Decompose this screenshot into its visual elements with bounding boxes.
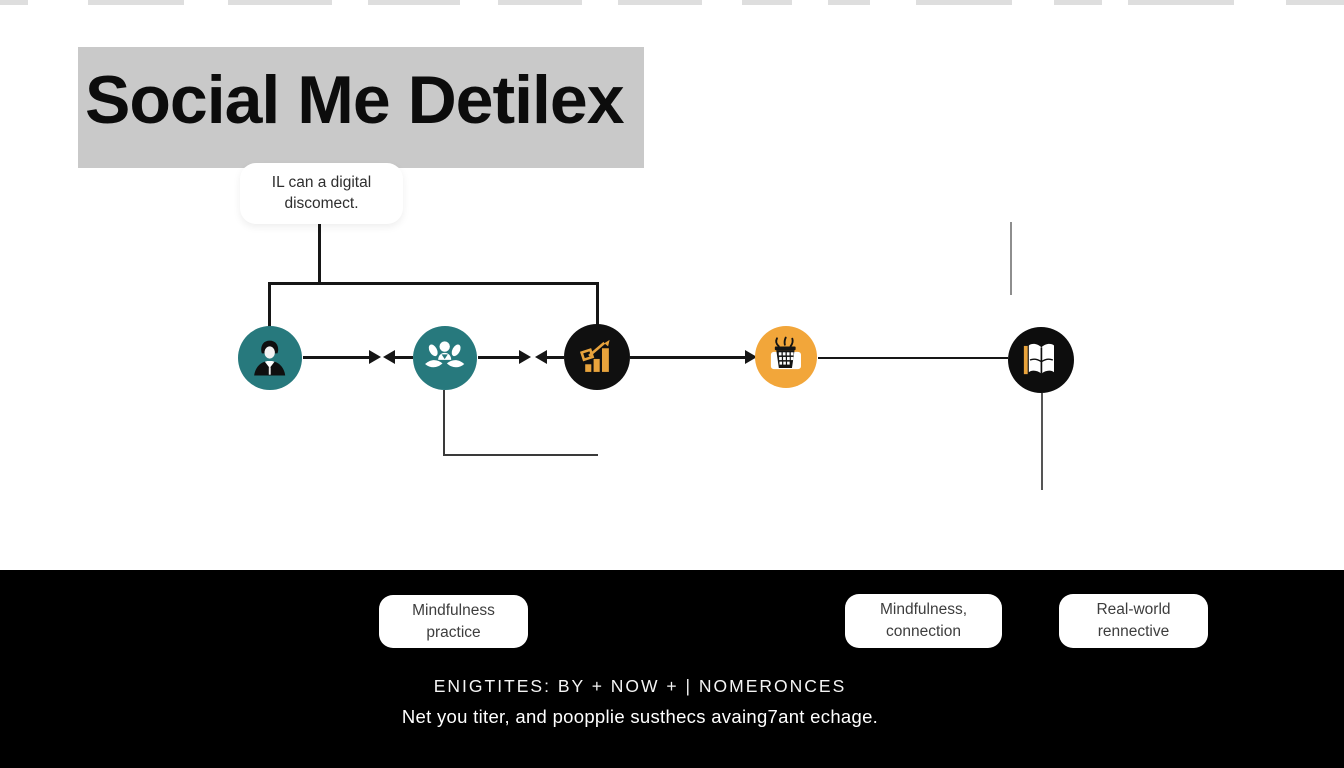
noise-dash	[0, 0, 28, 5]
arrow-shaft	[303, 356, 369, 359]
meditation-lotus-icon	[425, 341, 465, 368]
connector-under-node2-horizontal	[443, 454, 598, 456]
flow-node-meditation	[413, 326, 477, 390]
connector-top-right-vertical	[1010, 222, 1012, 295]
footer-caption: ENIGTITES: BY + NOW + | NOMERONCES Net y…	[0, 676, 1280, 728]
page-title: Social Me Detilex	[85, 62, 625, 138]
flow-node-growth	[564, 324, 630, 390]
label-line: connection	[886, 623, 961, 640]
flow-node-person	[238, 326, 302, 390]
footer-line-2: Net you titer, and poopplie susthecs ava…	[401, 706, 879, 727]
arrow-shaft	[630, 356, 745, 359]
flow-node-book	[1008, 327, 1074, 393]
arrow-head-right-icon	[519, 350, 531, 364]
noise-dash	[1128, 0, 1234, 5]
note-line-1: IL can a digital	[271, 173, 372, 191]
arrow-head-left-icon	[383, 350, 395, 364]
noise-dash	[916, 0, 1012, 5]
label-line: practice	[426, 623, 481, 641]
flow-node-basket	[755, 326, 817, 388]
noise-dash	[1286, 0, 1344, 5]
noise-dash	[88, 0, 184, 5]
connector-node4-node5	[818, 357, 1008, 359]
arrow-shaft	[478, 356, 519, 359]
connector-drop-right	[596, 282, 599, 326]
arrow-shaft	[395, 356, 413, 359]
note-callout: IL can a digital discomect.	[240, 163, 403, 224]
footer-line-1: ENIGTITES: BY + NOW + | NOMERONCES	[433, 676, 847, 696]
arrow-shaft	[547, 356, 564, 359]
open-book-icon	[1023, 343, 1054, 374]
note-line-2: discomect.	[284, 194, 359, 212]
title-banner: Social Me Detilex	[78, 47, 644, 168]
arrow-head-left-icon	[535, 350, 547, 364]
label-box-real-world: Real-world rennective	[1059, 594, 1208, 648]
label-line: rennective	[1097, 623, 1170, 640]
noise-dash	[228, 0, 332, 5]
connector-main-horizontal	[268, 282, 599, 285]
arrow-head-right-icon	[745, 350, 757, 364]
connector-drop-left	[268, 282, 271, 328]
label-line: Mindfulness,	[879, 601, 967, 618]
label-box-mindfulness-practice: Mindfulness practice	[379, 595, 528, 648]
connector-under-node2-vertical	[443, 390, 445, 456]
noise-dash	[742, 0, 792, 5]
label-line: Real-world	[1096, 601, 1171, 618]
noise-dash	[618, 0, 702, 5]
shopping-basket-icon	[770, 336, 802, 370]
person-icon	[254, 340, 286, 376]
connector-note-vertical	[318, 222, 321, 284]
label-box-mindfulness-connection: Mindfulness, connection	[845, 594, 1002, 648]
connector-under-node5-vertical	[1041, 393, 1043, 490]
noise-dash	[498, 0, 582, 5]
arrow-head-right-icon	[369, 350, 381, 364]
noise-dash	[368, 0, 460, 5]
noise-dash	[828, 0, 870, 5]
chart-growth-icon	[579, 339, 610, 372]
noise-dash	[1054, 0, 1102, 5]
label-line: Mindfulness	[412, 601, 495, 619]
